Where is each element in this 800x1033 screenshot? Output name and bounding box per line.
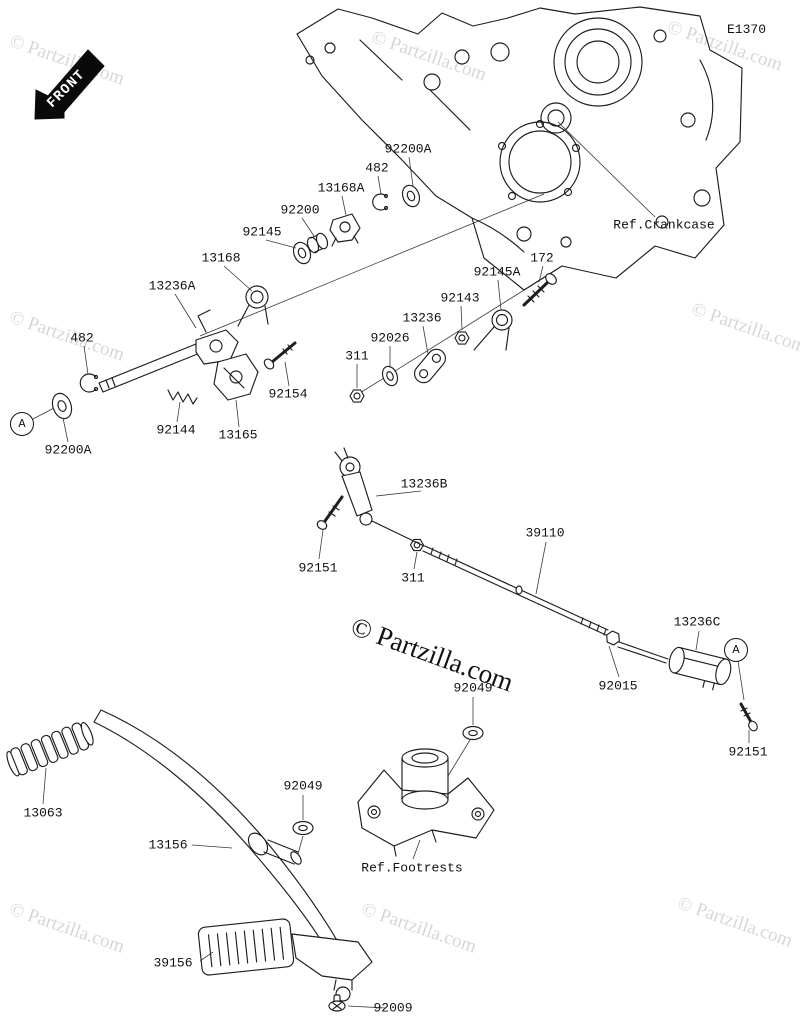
crankcase — [296, 6, 743, 291]
part-rodend-92015 — [606, 630, 669, 664]
part-link-13236 — [413, 348, 447, 384]
front-arrow: FRONT — [34, 49, 105, 120]
part-tierod-39110 — [371, 520, 609, 636]
part-nut-311-upper — [349, 389, 365, 403]
part-lever-13236B — [334, 447, 373, 526]
diagram-code: E1370 — [726, 22, 766, 37]
part-washer-92200A-left — [51, 392, 73, 420]
part-circlip-482-left — [79, 373, 99, 393]
part-pad-39156 — [197, 918, 373, 1002]
part-clamp-13168A — [329, 213, 361, 247]
part-spring-92145A — [473, 309, 513, 351]
part-grip-13063 — [6, 721, 94, 777]
part-lever-13236C — [668, 646, 732, 691]
part-bolt-92151-right — [739, 702, 758, 732]
part-collar-92200 — [306, 232, 329, 254]
part-footrest-bracket — [357, 748, 495, 857]
part-bolt-92009 — [328, 994, 346, 1012]
part-circlip-482-top — [372, 193, 389, 211]
part-washer-92049-upper — [462, 725, 484, 741]
part-bolt-92151-left — [316, 495, 344, 530]
part-washer-92145 — [292, 241, 312, 265]
part-washer-92026 — [381, 365, 399, 387]
part-plate-13165 — [213, 353, 259, 401]
part-shaft-13236A — [98, 309, 239, 393]
part-spring-13168 — [237, 285, 269, 327]
part-bolt-92154 — [263, 341, 297, 370]
leader-lines — [32, 121, 750, 1009]
part-washer-92200A-top — [401, 184, 421, 208]
part-screw-172 — [522, 273, 557, 307]
part-spring-92144 — [167, 389, 198, 405]
part-washer-92049-lower — [292, 820, 314, 836]
part-nut-92143 — [454, 331, 470, 345]
